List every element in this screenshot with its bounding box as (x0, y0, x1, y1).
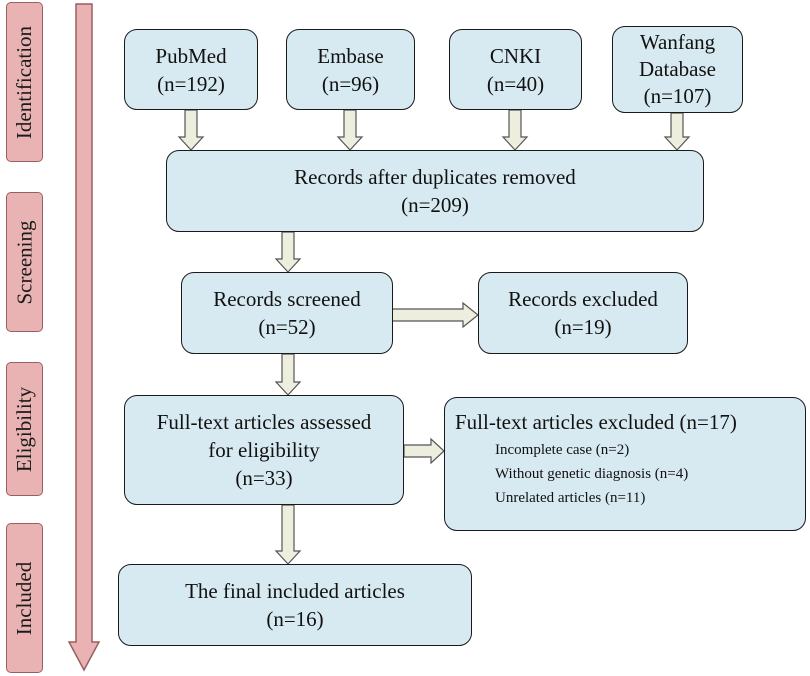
final-count: (n=16) (266, 607, 324, 631)
source-wanfang-name-line2: Database (639, 57, 716, 81)
arrow-cnki-to-dedup (501, 109, 529, 151)
stage-eligibility-label: Eligibility (12, 386, 37, 472)
stage-identification-label: Identification (12, 25, 36, 139)
source-embase-box: Embase (n=96) (286, 29, 415, 110)
excluded-count: (n=19) (554, 315, 612, 339)
source-wanfang-count: (n=107) (643, 84, 712, 108)
stage-screening: Screening (6, 192, 43, 332)
source-cnki-name: CNKI (489, 43, 542, 68)
source-cnki-box: CNKI (n=40) (449, 29, 582, 110)
source-pubmed-name: PubMed (155, 43, 227, 68)
screened-label: Records screened (213, 287, 361, 311)
arrow-dedup-to-screened (274, 231, 302, 273)
arrow-screened-to-excluded (391, 301, 479, 329)
source-wanfang-box: Wanfang Database (n=107) (612, 26, 743, 113)
arrow-fulltext-to-excluded (403, 437, 445, 465)
final-label: The final included articles (185, 579, 405, 603)
exclusion-reasons-list: Incomplete case (n=2) Without genetic di… (495, 438, 688, 510)
stage-included-label: Included (12, 561, 37, 635)
fulltext-count: (n=33) (235, 466, 293, 490)
final-box: The final included articles (n=16) (118, 564, 472, 646)
stage-identification: Identification (6, 2, 43, 162)
screened-count: (n=52) (258, 315, 316, 339)
stage-screening-label: Screening (12, 220, 37, 304)
exclusion-reason-item: Without genetic diagnosis (n=4) (495, 466, 689, 482)
stage-eligibility: Eligibility (6, 362, 43, 496)
source-embase-name: Embase (317, 43, 384, 68)
arrow-screened-to-fulltext (274, 353, 302, 396)
excluded-box: Records excluded (n=19) (478, 272, 688, 354)
source-wanfang-name-line1: Wanfang (639, 30, 716, 54)
excluded-label: Records excluded (508, 287, 658, 311)
arrow-wanfang-to-dedup (663, 112, 691, 151)
fulltext-line2: for eligibility (208, 438, 320, 462)
arrow-pubmed-to-dedup (177, 109, 205, 151)
exclusion-reason-item: Unrelated articles (n=11) (495, 490, 646, 506)
timeline-arrow (67, 3, 101, 672)
stage-included: Included (6, 523, 43, 673)
fulltext-line1: Full-text articles assessed (156, 410, 372, 434)
fulltext-excluded-title: Full-text articles excluded (n=17) (455, 410, 737, 434)
dedup-count: (n=209) (401, 193, 469, 217)
screened-box: Records screened (n=52) (181, 272, 393, 354)
fulltext-excluded-box: Full-text articles excluded (n=17) Incom… (444, 397, 806, 531)
arrow-embase-to-dedup (336, 109, 364, 151)
source-pubmed-count: (n=192) (157, 71, 225, 96)
arrow-fulltext-to-final (274, 504, 302, 565)
exclusion-reason-item: Incomplete case (n=2) (495, 442, 630, 458)
fulltext-box: Full-text articles assessed for eligibil… (124, 395, 404, 505)
dedup-label: Records after duplicates removed (294, 165, 576, 189)
source-embase-count: (n=96) (321, 71, 380, 96)
dedup-box: Records after duplicates removed (n=209) (166, 150, 704, 232)
source-pubmed-box: PubMed (n=192) (124, 29, 258, 110)
source-cnki-count: (n=40) (486, 71, 545, 96)
